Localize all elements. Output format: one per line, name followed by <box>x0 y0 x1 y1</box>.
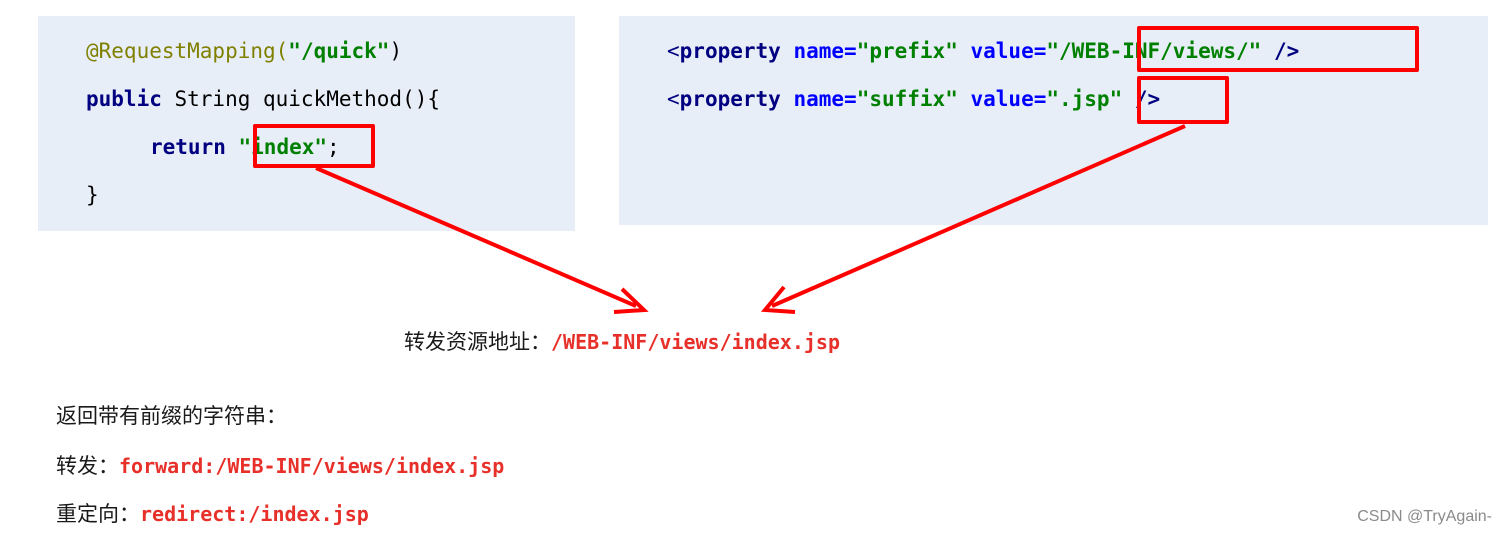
annotation-token: @RequestMapping( <box>86 39 289 63</box>
value-attr-token: value= <box>970 87 1047 111</box>
public-keyword: public <box>86 87 162 111</box>
tag-open-token: < <box>667 39 680 63</box>
result-path: /WEB-INF/views/index.jsp <box>551 330 840 354</box>
config-line-prefix: <property name="prefix" value="/WEB-INF/… <box>667 38 1299 64</box>
redirect-label: 重定向： <box>56 502 140 526</box>
prefix-value-token: "/WEB-INF/views/" <box>1046 39 1262 63</box>
suffix-name-token: "suffix" <box>856 87 958 111</box>
controller-code-panel <box>38 16 575 231</box>
method-signature-token: String quickMethod(){ <box>161 87 441 111</box>
brace-token: } <box>86 183 99 207</box>
prefix-notes-heading: 返回带有前缀的字符串： <box>56 404 287 428</box>
redirect-note: 重定向：redirect:/index.jsp <box>56 498 369 528</box>
name-attr-token: name= <box>793 87 857 111</box>
mapping-path-token: "/quick" <box>288 39 390 63</box>
forward-note: 转发：forward:/WEB-INF/views/index.jsp <box>56 450 504 480</box>
return-value-highlight <box>253 124 375 168</box>
view-resolver-config-panel <box>619 16 1488 225</box>
redirect-value: redirect:/index.jsp <box>140 502 369 526</box>
code-line-close-brace: } <box>86 182 99 208</box>
watermark: CSDN @TryAgain- <box>1357 508 1492 525</box>
forward-label: 转发： <box>56 454 119 478</box>
value-attr-token: value= <box>970 39 1047 63</box>
arrow-head-right <box>760 285 796 314</box>
tag-close-token: /> <box>1261 39 1300 63</box>
result-label: 转发资源地址： <box>404 330 551 354</box>
suffix-value-highlight <box>1137 76 1229 124</box>
arrow-head-left <box>613 287 649 314</box>
paren-token: ) <box>389 39 403 63</box>
return-keyword: return <box>150 135 226 159</box>
arrow-from-suffix <box>771 124 1186 308</box>
code-line-request-mapping: @RequestMapping("/quick") <box>86 38 402 64</box>
forward-resource-result: 转发资源地址：/WEB-INF/views/index.jsp <box>404 326 840 356</box>
code-line-method-signature: public String quickMethod(){ <box>86 86 440 112</box>
tag-open-token: < <box>667 87 680 111</box>
prefix-value-highlight <box>1137 26 1419 72</box>
property-tag-token: property <box>679 87 781 111</box>
forward-value: forward:/WEB-INF/views/index.jsp <box>119 454 505 478</box>
semicolon-token: ; <box>327 135 340 159</box>
property-tag-token: property <box>679 39 781 63</box>
arrow-from-return-value <box>315 166 637 308</box>
suffix-value-token: ".jsp" <box>1046 87 1123 111</box>
name-attr-token: name= <box>793 39 857 63</box>
prefix-name-token: "prefix" <box>856 39 958 63</box>
